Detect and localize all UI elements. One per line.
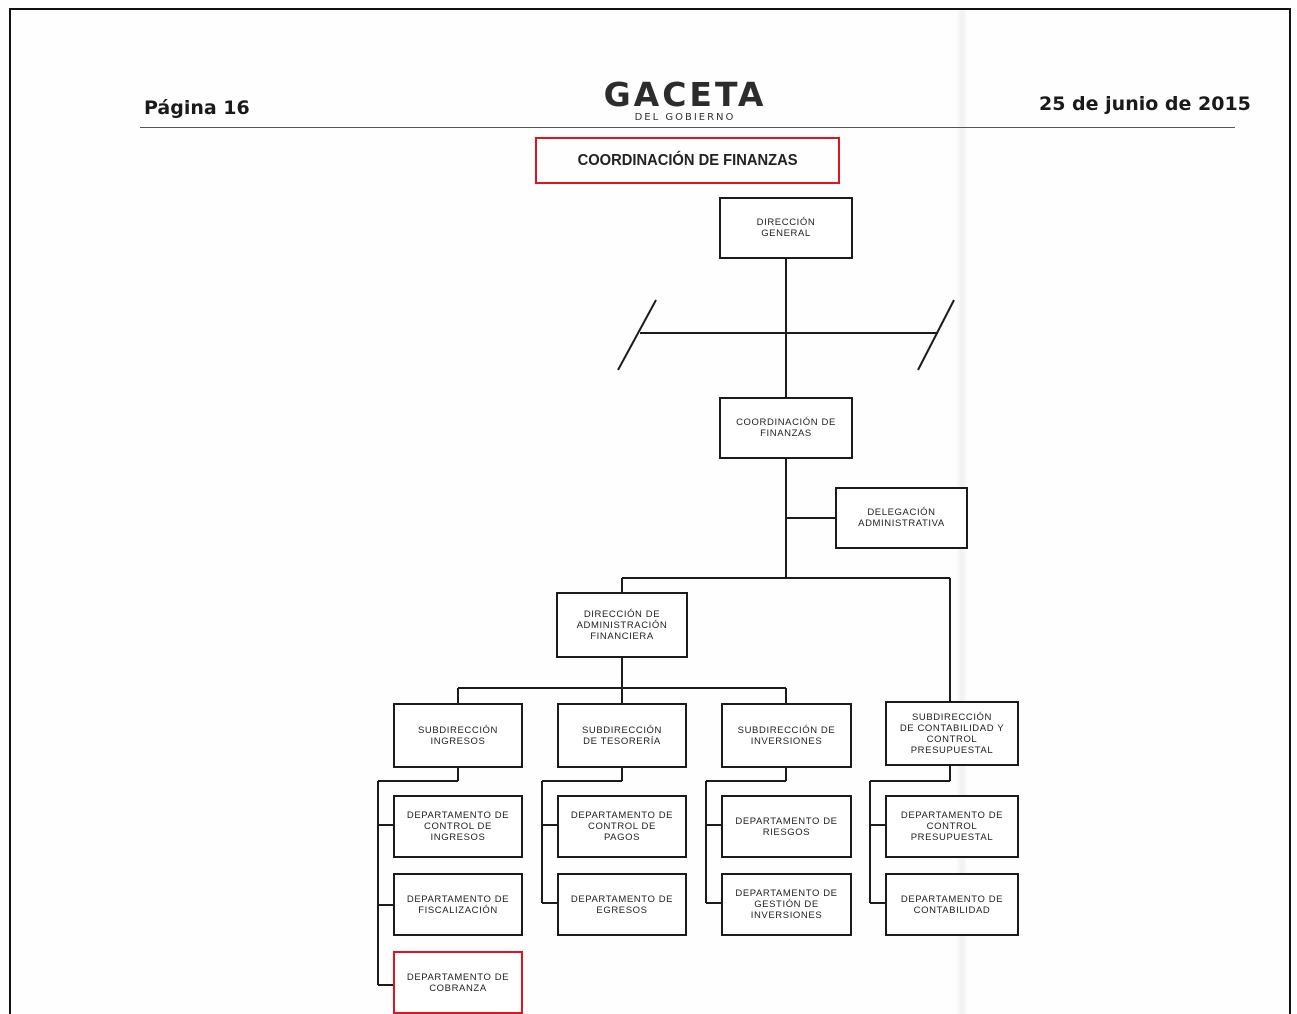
node-label: DIRECCIÓN DE ADMINISTRACIÓN FINANCIERA — [576, 608, 668, 642]
node-label: DEPARTAMENTO DE FISCALIZACIÓN — [406, 893, 510, 916]
logo-sub-text: DEL GOBIERNO — [634, 112, 736, 123]
node-subdireccion-contabilidad: SUBDIRECCIÓN DE CONTABILIDAD Y CONTROL P… — [885, 701, 1019, 766]
page-border-top — [9, 8, 1291, 10]
node-depto-cobranza: DEPARTAMENTO DE COBRANZA — [393, 951, 523, 1014]
page-number: Página 16 — [144, 97, 250, 119]
logo-main-text: GACETA — [603, 75, 767, 114]
node-coordinacion-finanzas: COORDINACIÓN DE FINANZAS — [719, 397, 853, 459]
node-label: DEPARTAMENTO DE CONTROL PRESUPUESTAL — [900, 810, 1004, 843]
node-label: SUBDIRECCIÓN DE TESORERÍA — [581, 724, 663, 747]
node-depto-egresos: DEPARTAMENTO DE EGRESOS — [557, 873, 687, 936]
node-subdireccion-inversiones: SUBDIRECCIÓN DE INVERSIONES — [721, 703, 852, 768]
node-depto-control-pagos: DEPARTAMENTO DE CONTROL DE PAGOS — [557, 795, 687, 858]
node-label: DEPARTAMENTO DE COBRANZA — [406, 971, 510, 994]
node-label: DEPARTAMENTO DE CONTROL DE PAGOS — [570, 810, 674, 843]
publication-date: 25 de junio de 2015 — [1039, 93, 1251, 115]
node-depto-gestion-inversiones: DEPARTAMENTO DE GESTIÓN DE INVERSIONES — [721, 873, 852, 936]
node-depto-riesgos: DEPARTAMENTO DE RIESGOS — [721, 795, 852, 858]
node-label: SUBDIRECCIÓN DE INVERSIONES — [737, 724, 836, 747]
node-direccion-general: DIRECCIÓN GENERAL — [719, 197, 853, 259]
node-label: DELEGACIÓN ADMINISTRATIVA — [858, 507, 945, 529]
gaceta-logo: GACETA DEL GOBIERNO — [560, 78, 810, 130]
node-label: COORDINACIÓN DE FINANZAS — [736, 417, 836, 439]
node-label: DEPARTAMENTO DE EGRESOS — [570, 893, 674, 916]
page-border-right — [1289, 8, 1291, 1014]
chart-title-highlight: COORDINACIÓN DE FINANZAS — [535, 137, 840, 184]
node-depto-control-ingresos: DEPARTAMENTO DE CONTROL DE INGRESOS — [393, 795, 523, 858]
node-label: DEPARTAMENTO DE CONTROL DE INGRESOS — [406, 810, 510, 843]
node-subdireccion-ingresos: SUBDIRECCIÓN INGRESOS — [393, 703, 523, 768]
page-border-left — [9, 8, 11, 1014]
node-direccion-administracion-financiera: DIRECCIÓN DE ADMINISTRACIÓN FINANCIERA — [556, 592, 688, 658]
node-depto-control-presupuestal: DEPARTAMENTO DE CONTROL PRESUPUESTAL — [885, 795, 1019, 858]
header-rule — [140, 127, 1235, 128]
slash-mark-left — [617, 299, 657, 371]
node-subdireccion-tesoreria: SUBDIRECCIÓN DE TESORERÍA — [557, 703, 687, 768]
node-label: DEPARTAMENTO DE CONTABILIDAD — [900, 893, 1004, 916]
node-depto-contabilidad: DEPARTAMENTO DE CONTABILIDAD — [885, 873, 1019, 936]
node-depto-fiscalizacion: DEPARTAMENTO DE FISCALIZACIÓN — [393, 873, 523, 936]
chart-title: COORDINACIÓN DE FINANZAS — [577, 151, 798, 169]
node-label: SUBDIRECCIÓN DE CONTABILIDAD Y CONTROL P… — [899, 711, 1005, 756]
node-label: DEPARTAMENTO DE RIESGOS — [735, 815, 838, 838]
node-label: SUBDIRECCIÓN INGRESOS — [417, 724, 499, 747]
node-delegacion-administrativa: DELEGACIÓN ADMINISTRATIVA — [835, 487, 968, 549]
node-label: DIRECCIÓN GENERAL — [756, 217, 816, 239]
slash-mark-right — [917, 299, 955, 371]
node-label: DEPARTAMENTO DE GESTIÓN DE INVERSIONES — [735, 888, 838, 921]
